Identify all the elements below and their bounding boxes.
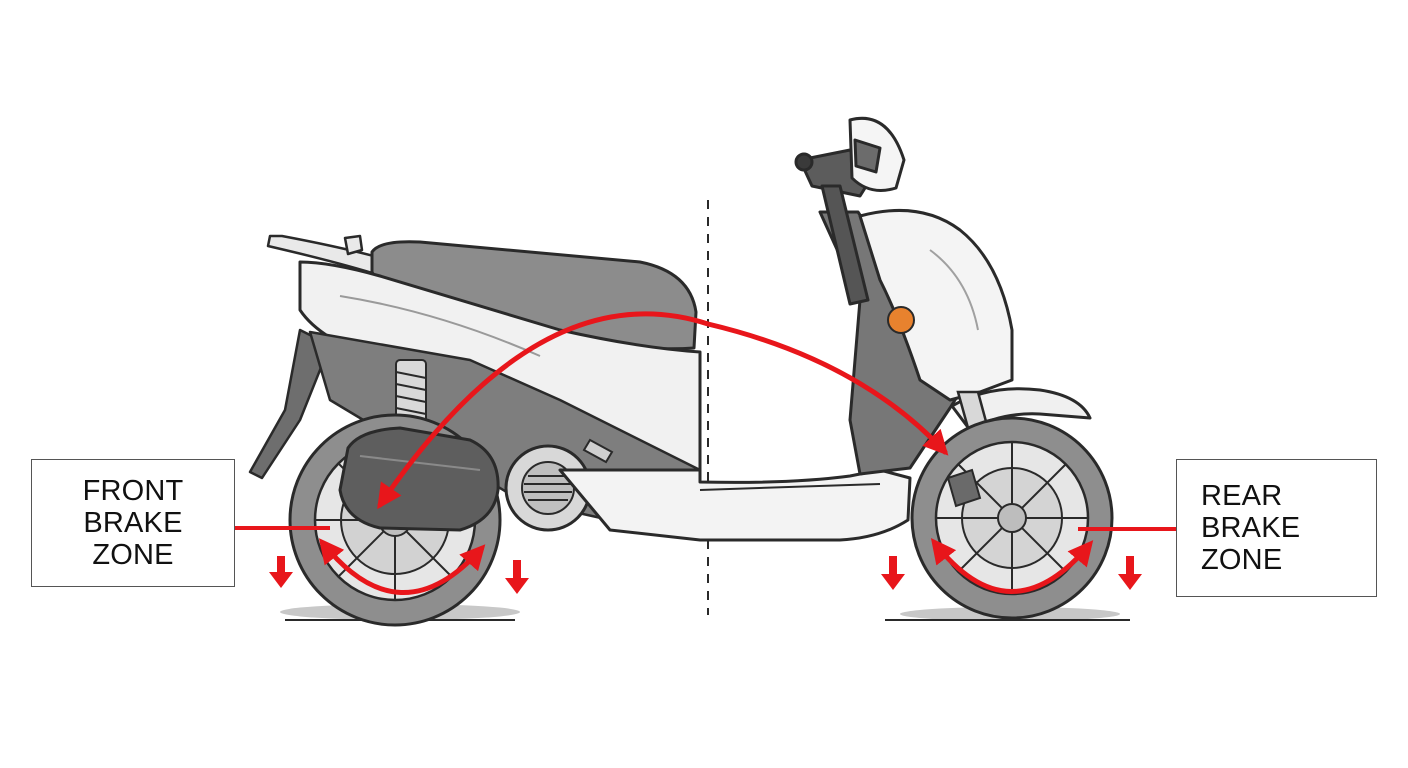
down-arrow-front-right xyxy=(1118,556,1142,590)
down-arrow-rear-left xyxy=(269,556,293,588)
front-brake-zone-label: FRONT BRAKE ZONE xyxy=(31,459,235,587)
down-arrow-front-left xyxy=(881,556,905,590)
footboard xyxy=(560,470,910,540)
rear-zone-line-1: REAR xyxy=(1201,480,1282,512)
rear-zone-line-3: ZONE xyxy=(1201,544,1282,576)
turn-indicator-light xyxy=(888,307,914,333)
rear-brake-zone-label: REAR BRAKE ZONE xyxy=(1176,459,1377,597)
front-zone-line-2: BRAKE xyxy=(83,507,182,539)
front-zone-line-3: ZONE xyxy=(92,539,173,571)
front-zone-line-1: FRONT xyxy=(83,475,184,507)
down-arrow-rear-right xyxy=(505,560,529,594)
exhaust-muffler xyxy=(340,428,498,530)
rear-zone-line-2: BRAKE xyxy=(1201,512,1300,544)
